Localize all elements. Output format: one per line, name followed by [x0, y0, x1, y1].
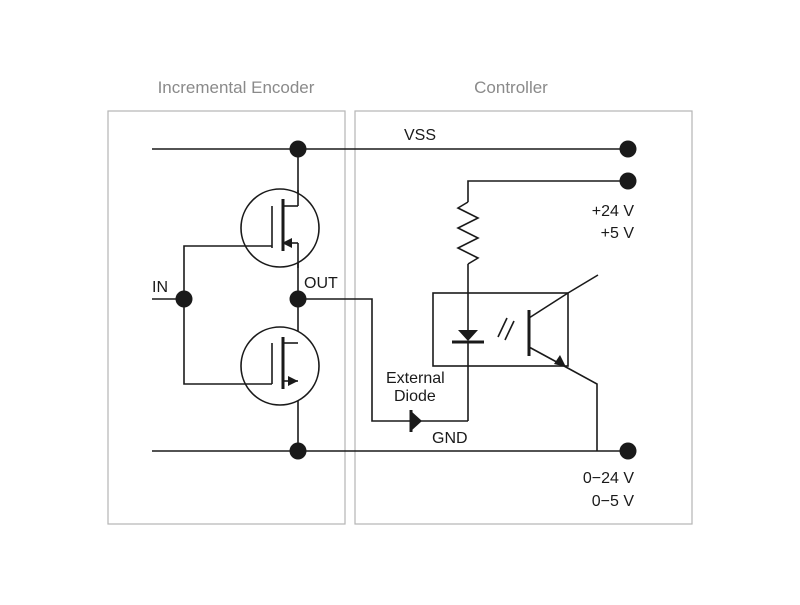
phototransistor — [527, 274, 599, 451]
supply-24-label: +24 V — [592, 203, 635, 220]
vss-label: VSS — [404, 127, 436, 144]
light-mark-2 — [504, 320, 515, 341]
junction-vss — [289, 140, 307, 158]
out-wire — [298, 298, 410, 422]
terminal-supply — [619, 172, 637, 190]
junction-gnd — [289, 442, 307, 460]
range-24-label: 0−24 V — [583, 470, 634, 487]
supply-5-label: +5 V — [601, 225, 635, 242]
opto-led — [452, 330, 484, 421]
gate-wire — [183, 245, 272, 385]
light-mark-1 — [497, 317, 508, 338]
diode-label-line1: External — [386, 370, 445, 387]
lower-mosfet — [240, 326, 320, 406]
resistor — [456, 201, 480, 265]
optocoupler-box — [432, 292, 569, 367]
supply-wire — [467, 180, 628, 202]
external-diode — [409, 410, 468, 432]
range-5-label: 0−5 V — [592, 493, 635, 510]
terminal-vss — [619, 140, 637, 158]
controller-panel — [354, 110, 693, 525]
encoder-panel — [107, 110, 346, 525]
terminal-output — [619, 442, 637, 460]
controller-title: Controller — [474, 78, 548, 97]
upper-mosfet — [240, 188, 320, 268]
junction-out — [289, 290, 307, 308]
junction-in — [175, 290, 193, 308]
gnd-label: GND — [432, 430, 468, 447]
diode-label-line2: Diode — [394, 388, 436, 405]
encoder-title: Incremental Encoder — [158, 78, 315, 97]
out-label: OUT — [304, 275, 338, 292]
in-label: IN — [152, 279, 168, 296]
